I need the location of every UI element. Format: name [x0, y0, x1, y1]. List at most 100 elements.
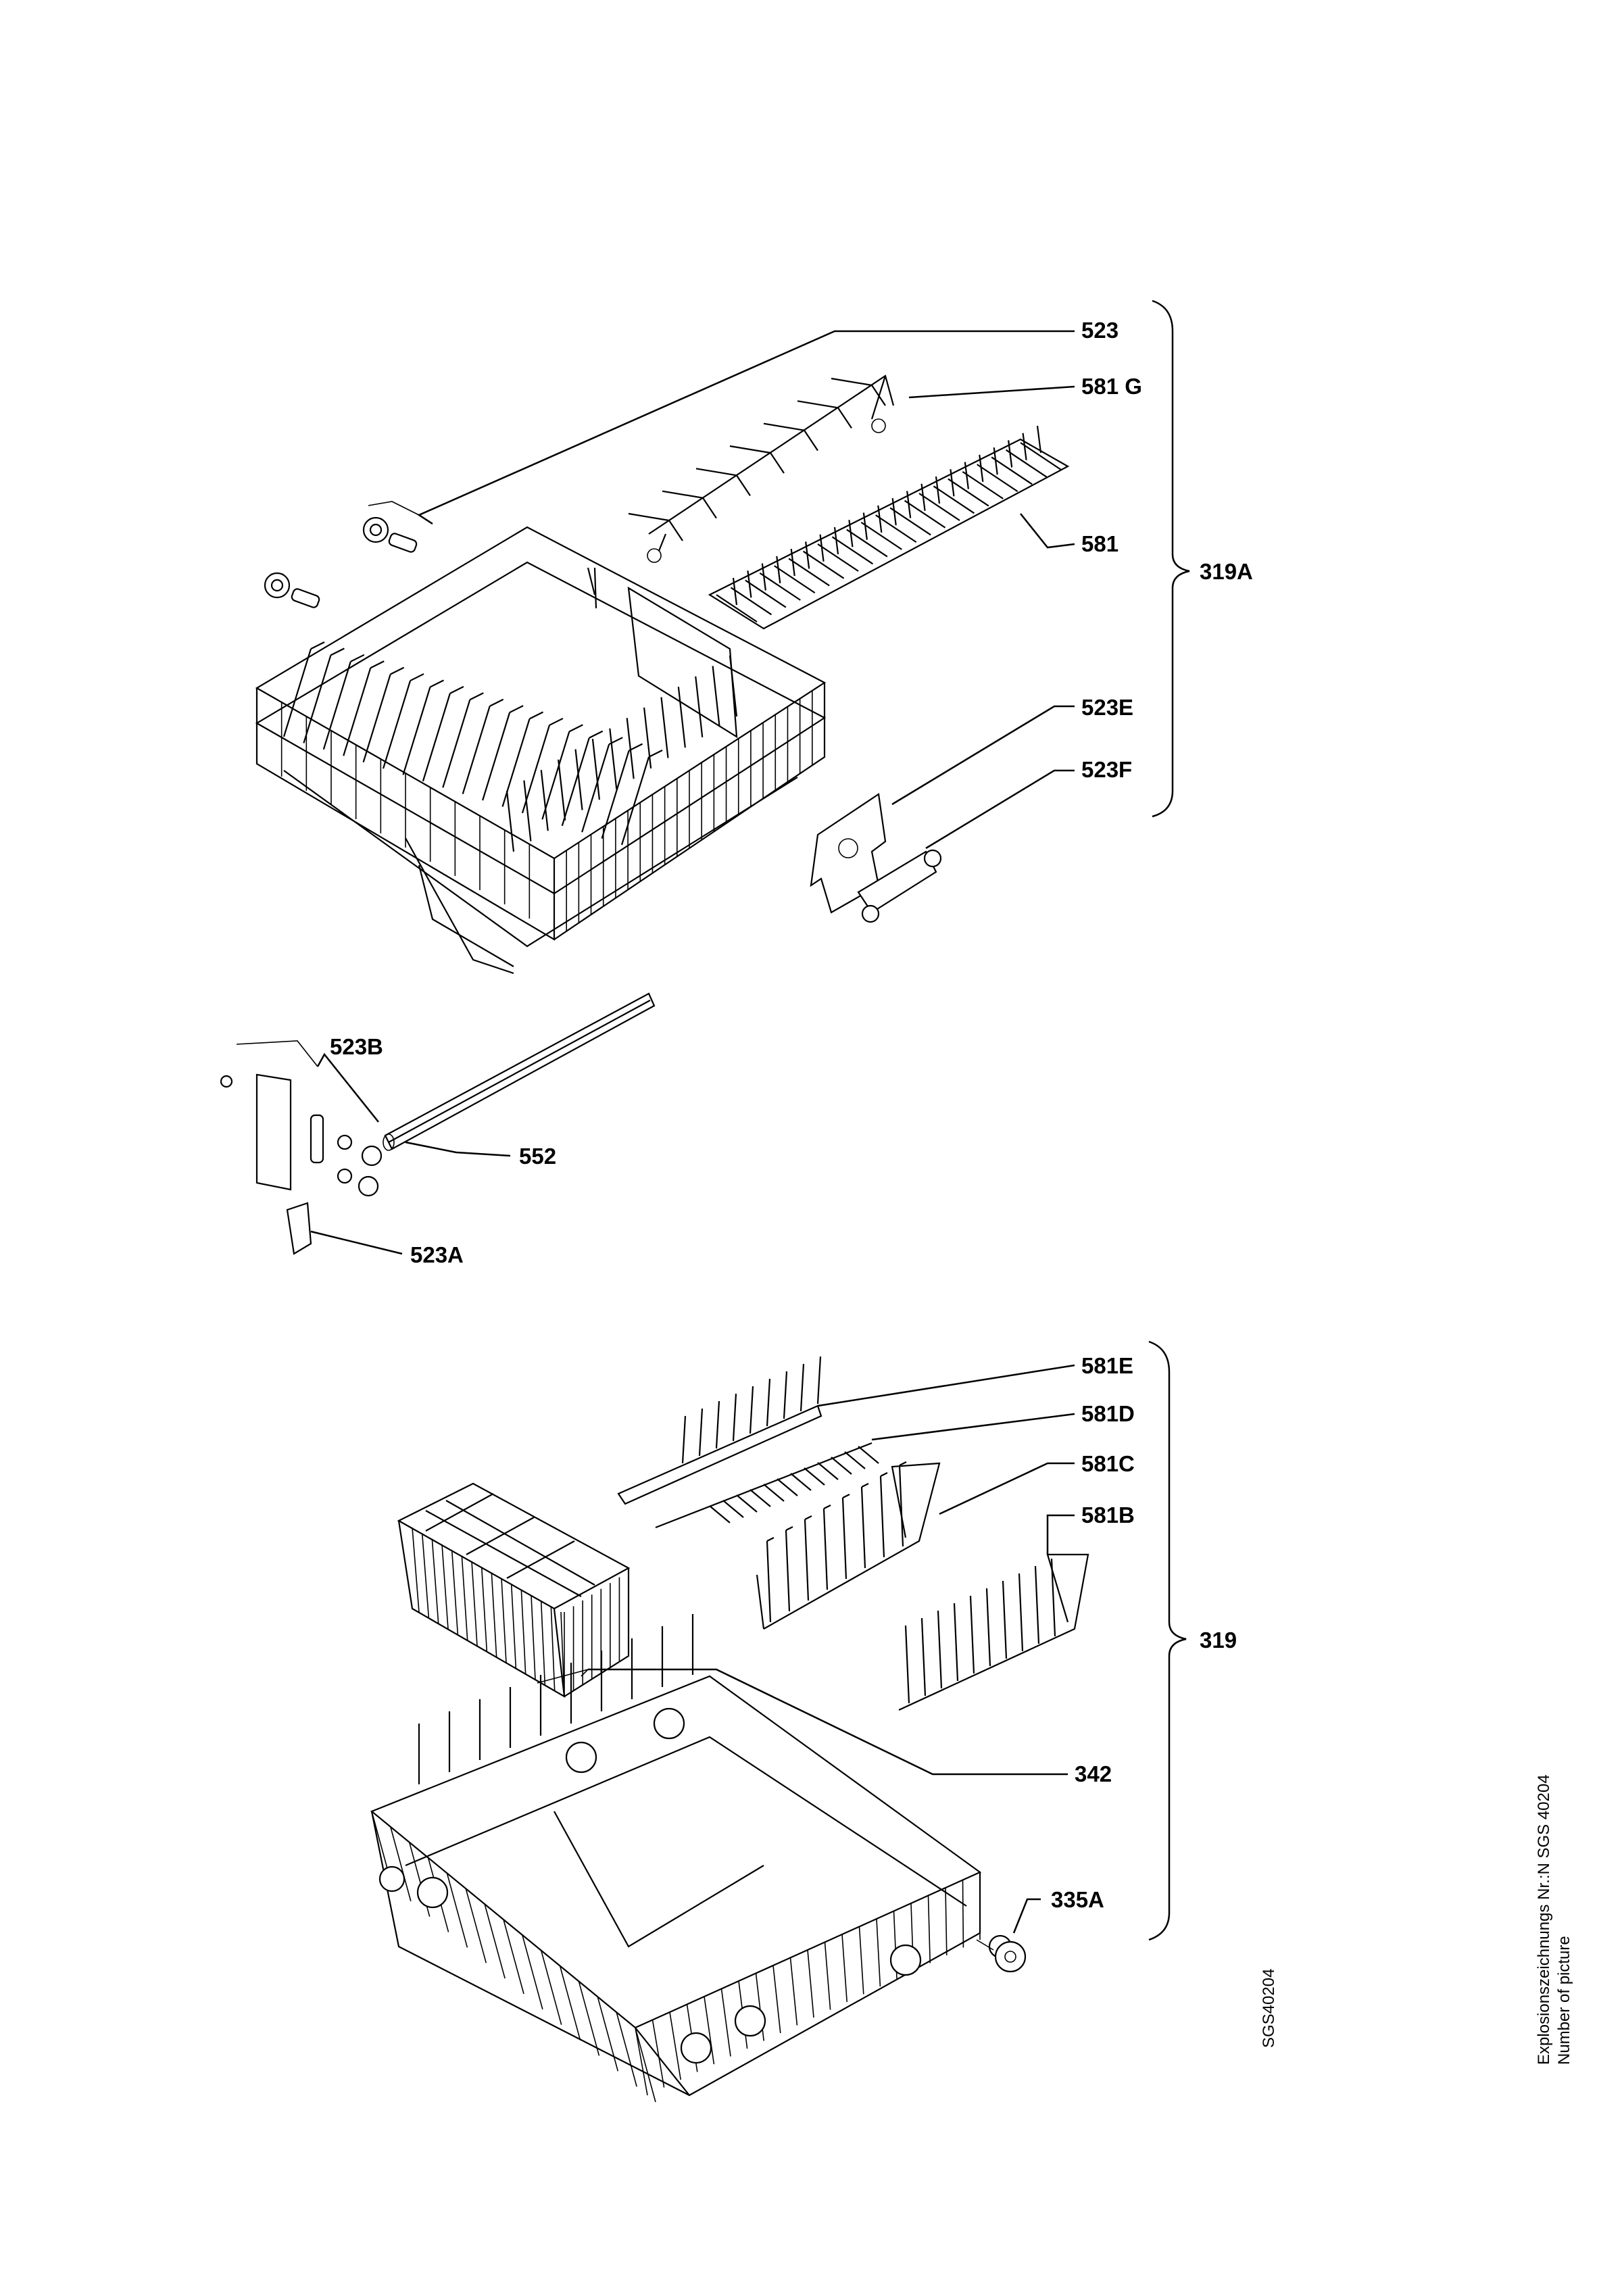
wire-segment: [560, 1611, 565, 1697]
wire-segment: [709, 1505, 731, 1523]
wire-segment: [969, 1595, 975, 1674]
wire-segment: [540, 1601, 546, 1686]
wire-segment: [523, 780, 532, 841]
wire-segment: [578, 1981, 600, 2056]
wire-segment: [785, 1530, 791, 1612]
wire-segment: [1005, 449, 1048, 478]
wire-segment: [777, 1478, 798, 1496]
wire-segment: [770, 452, 785, 474]
label-581e: 581E: [1081, 1353, 1133, 1378]
wire-segment: [920, 1617, 927, 1696]
wire-segment: [702, 497, 717, 519]
wire-segment: [858, 1926, 864, 1995]
wire-segment: [669, 2011, 681, 2080]
wire-segment: [898, 1465, 904, 1547]
rack-581b: [898, 1553, 1089, 1711]
wire-segment: [529, 711, 544, 720]
wire-segment: [805, 541, 810, 569]
wire-segment: [766, 1378, 771, 1427]
wheel-335a: [976, 1939, 1027, 1973]
wire-segment: [574, 749, 583, 810]
wire-segment: [749, 1386, 754, 1434]
wire-segment: [541, 731, 570, 820]
wire-segment: [628, 512, 670, 522]
wire-segment: [861, 1483, 869, 1488]
leader-lines: [310, 330, 1075, 1934]
wire-segment: [876, 1918, 881, 1987]
label-523f: 523F: [1081, 757, 1132, 782]
wire-segment: [880, 1472, 888, 1477]
wire-segment: [471, 1561, 478, 1646]
wire-segment: [879, 1475, 885, 1558]
wire-segment: [522, 1934, 543, 2010]
wire-segment: [722, 1500, 744, 1518]
wheel: [416, 1876, 449, 1909]
wire-segment: [904, 1625, 910, 1704]
wire-segment: [442, 699, 471, 788]
wire-segment: [759, 572, 801, 601]
wire-segment: [846, 529, 888, 558]
wire-segment: [774, 565, 816, 594]
drawing-number-line2: Number of picture: [1555, 1936, 1573, 2065]
wire-segment: [1002, 1580, 1008, 1659]
wire-segment: [950, 469, 955, 497]
wire-segment: [484, 1903, 506, 1979]
wire-segment: [609, 728, 618, 789]
cup-rack-581g: [628, 374, 895, 563]
wire-segment: [520, 1589, 526, 1674]
wire-segment: [330, 648, 345, 656]
wire-segment: [807, 1949, 814, 2018]
label-523: 523: [1081, 318, 1119, 343]
wire-segment: [745, 579, 787, 608]
label-581: 581: [1081, 531, 1119, 556]
wire-segment: [837, 407, 852, 429]
wire-segment: [559, 1965, 581, 2041]
wire-segment: [918, 493, 960, 521]
wire-segment: [824, 1942, 831, 2010]
wire-segment: [635, 2027, 648, 2096]
wheel: [653, 1707, 685, 1740]
wire-segment: [1050, 1558, 1056, 1637]
wire-segment: [962, 470, 1004, 499]
wire-segment: [927, 1895, 931, 1963]
wire-segment: [481, 1567, 488, 1652]
wire-segment: [732, 1393, 737, 1442]
wire-segment: [804, 1515, 812, 1520]
wire-segment: [626, 718, 635, 779]
wire-segment: [848, 520, 854, 547]
wire-segment: [785, 1526, 793, 1531]
wire-segment: [816, 1356, 822, 1405]
wire-segment: [506, 790, 515, 852]
bracket-319a: [1152, 299, 1190, 818]
wire-segment: [985, 1588, 991, 1667]
label-319: 319: [1200, 1628, 1237, 1653]
wire-segment: [350, 654, 365, 662]
wire-segment: [889, 507, 931, 536]
wire-segment: [766, 1537, 775, 1542]
wire-segment: [899, 1461, 907, 1466]
wire-segment: [790, 549, 795, 577]
wire-segment: [540, 1950, 562, 2025]
wire-segment: [652, 2020, 665, 2088]
wire-segment: [648, 750, 663, 758]
wire-segment: [482, 712, 511, 801]
wire-segment: [819, 534, 825, 562]
upper-rollers-523: [264, 516, 418, 608]
wire-segment: [891, 498, 897, 526]
wire-segment: [343, 667, 372, 756]
wire-segment: [561, 737, 590, 827]
wire-segment: [860, 1486, 866, 1569]
label-581g: 581 G: [1081, 374, 1142, 399]
wheel: [889, 1944, 922, 1976]
wire-segment: [822, 1508, 829, 1590]
wire-segment: [695, 468, 737, 477]
wire-segment: [421, 1533, 430, 1618]
wire-segment: [841, 1934, 847, 2003]
clips-523e-523f: [810, 793, 942, 923]
wire-segment: [681, 1415, 687, 1464]
wire-segment: [620, 756, 650, 846]
label-581c: 581C: [1081, 1451, 1135, 1476]
cutlery-basket-342: [397, 1482, 631, 1699]
wire-segment: [422, 693, 451, 782]
